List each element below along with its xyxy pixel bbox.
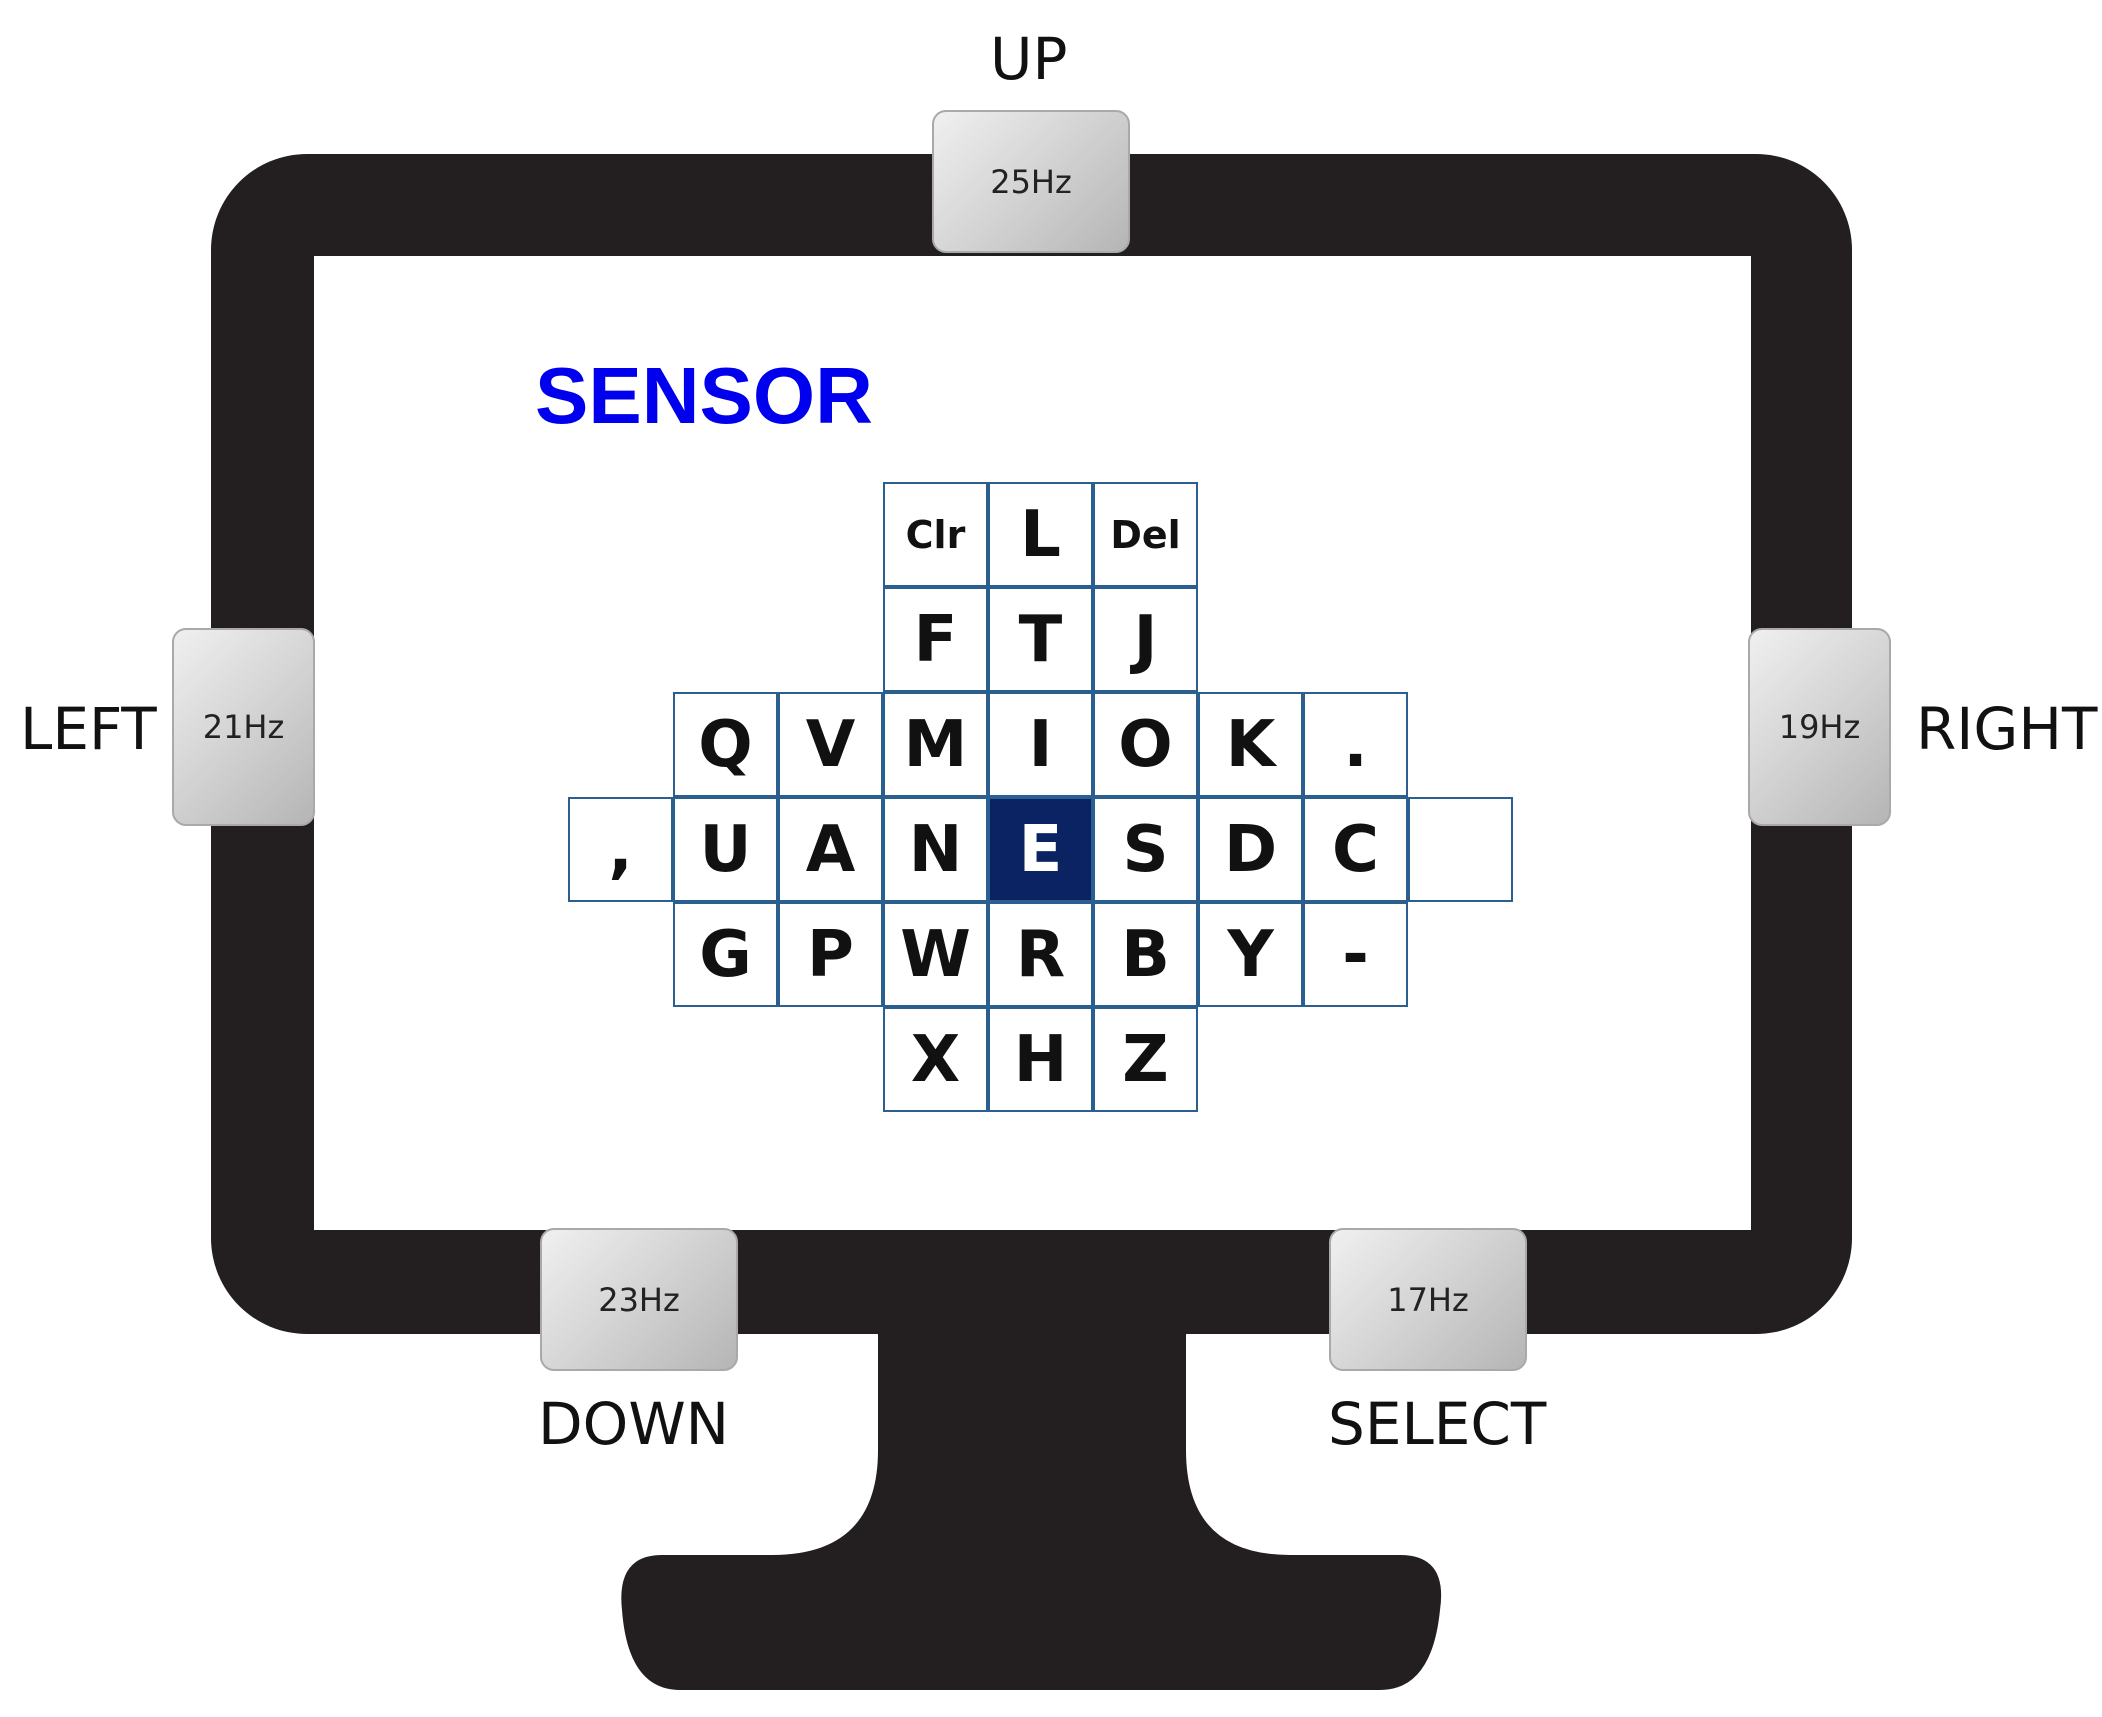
- key-hyphen[interactable]: -: [1303, 902, 1408, 1007]
- key-p[interactable]: P: [778, 902, 883, 1007]
- key-clr[interactable]: Clr: [883, 482, 988, 587]
- key-c[interactable]: C: [1303, 797, 1408, 902]
- key-s[interactable]: S: [1093, 797, 1198, 902]
- typed-text: SENSOR: [535, 351, 873, 440]
- left-button[interactable]: 21Hz: [172, 628, 315, 826]
- key-blank[interactable]: [1408, 797, 1513, 902]
- key-x[interactable]: X: [883, 1007, 988, 1112]
- key-e[interactable]: E: [988, 797, 1093, 902]
- key-y[interactable]: Y: [1198, 902, 1303, 1007]
- key-g[interactable]: G: [673, 902, 778, 1007]
- key-v[interactable]: V: [778, 692, 883, 797]
- key-del[interactable]: Del: [1093, 482, 1198, 587]
- right-button[interactable]: 19Hz: [1748, 628, 1891, 826]
- up-label: UP: [990, 25, 1068, 93]
- down-button[interactable]: 23Hz: [540, 1228, 738, 1371]
- key-comma[interactable]: ,: [568, 797, 673, 902]
- key-m[interactable]: M: [883, 692, 988, 797]
- select-label: SELECT: [1328, 1390, 1547, 1458]
- key-o[interactable]: O: [1093, 692, 1198, 797]
- key-period[interactable]: .: [1303, 692, 1408, 797]
- key-j[interactable]: J: [1093, 587, 1198, 692]
- key-d[interactable]: D: [1198, 797, 1303, 902]
- key-b[interactable]: B: [1093, 902, 1198, 1007]
- key-w[interactable]: W: [883, 902, 988, 1007]
- key-r[interactable]: R: [988, 902, 1093, 1007]
- key-i[interactable]: I: [988, 692, 1093, 797]
- up-button[interactable]: 25Hz: [932, 110, 1130, 253]
- right-label: RIGHT: [1916, 695, 2098, 763]
- key-k[interactable]: K: [1198, 692, 1303, 797]
- key-q[interactable]: Q: [673, 692, 778, 797]
- key-f[interactable]: F: [883, 587, 988, 692]
- key-u[interactable]: U: [673, 797, 778, 902]
- key-t[interactable]: T: [988, 587, 1093, 692]
- left-label: LEFT: [20, 695, 157, 763]
- key-h[interactable]: H: [988, 1007, 1093, 1112]
- key-l[interactable]: L: [988, 482, 1093, 587]
- key-z[interactable]: Z: [1093, 1007, 1198, 1112]
- down-label: DOWN: [538, 1390, 730, 1458]
- key-n[interactable]: N: [883, 797, 988, 902]
- select-button[interactable]: 17Hz: [1329, 1228, 1527, 1371]
- key-a[interactable]: A: [778, 797, 883, 902]
